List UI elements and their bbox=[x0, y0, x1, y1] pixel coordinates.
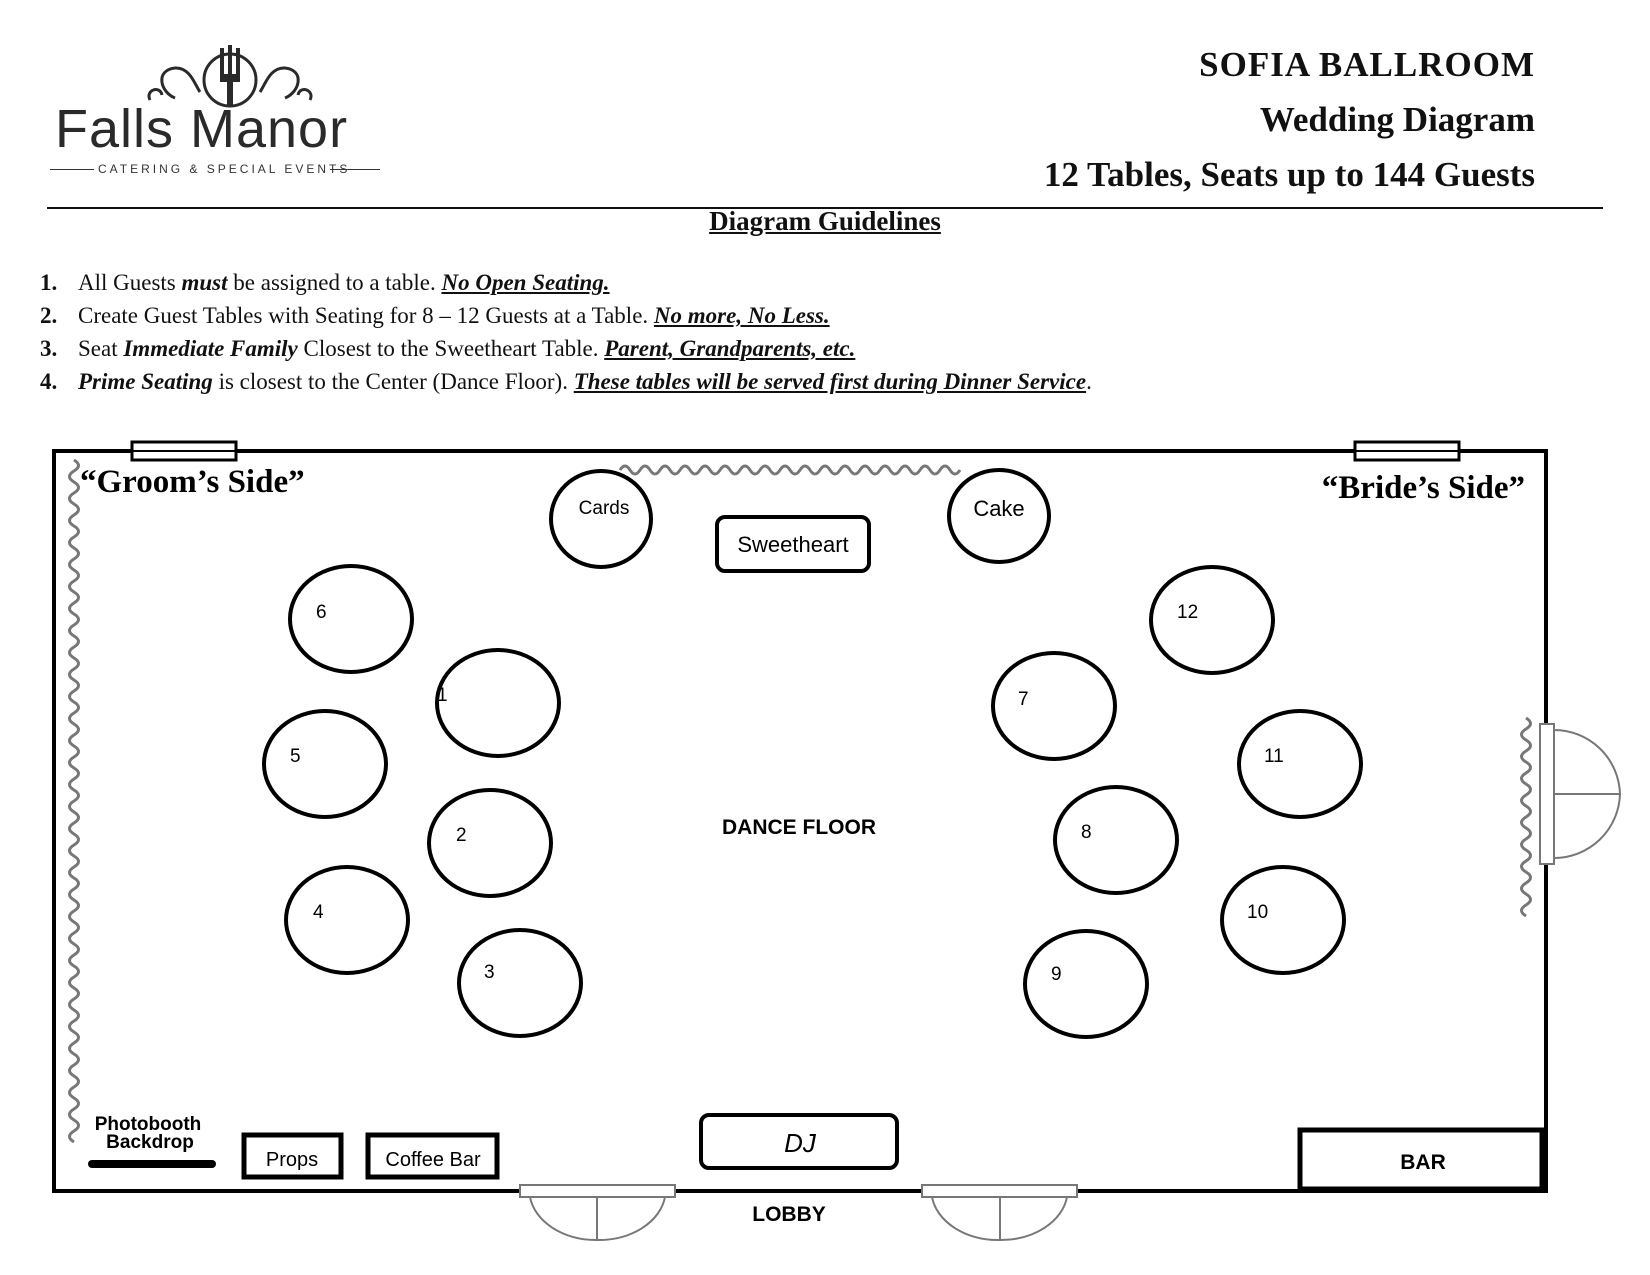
props-table bbox=[241, 1132, 344, 1180]
logo-rule-left bbox=[50, 169, 94, 170]
guideline-text: . bbox=[1086, 369, 1092, 394]
curtain bbox=[1520, 716, 1532, 918]
guest-table-5 bbox=[262, 709, 388, 819]
guest-table-number: 10 bbox=[1247, 902, 1268, 923]
guest-table-10 bbox=[1220, 865, 1346, 975]
guideline-text: Closest to the Sweetheart Table. bbox=[297, 336, 605, 361]
guideline-emphasis: Prime Seating bbox=[78, 369, 213, 394]
guideline-item: 2. Create Guest Tables with Seating for 8… bbox=[40, 303, 1092, 336]
fork-crest-icon bbox=[147, 45, 313, 108]
guest-table-number: 2 bbox=[456, 825, 467, 846]
guidelines-list: 1. All Guests must be assigned to a table… bbox=[40, 270, 1092, 402]
guideline-emphasis: must bbox=[181, 270, 228, 295]
logo: Falls Manor CATERING & SPECIAL EVENTS bbox=[50, 40, 410, 190]
dance-floor-label: DANCE FLOOR bbox=[722, 816, 876, 839]
guest-table-4 bbox=[284, 865, 410, 975]
guest-table-12 bbox=[1149, 565, 1275, 675]
coffee-bar bbox=[365, 1132, 500, 1180]
guest-table-number: 4 bbox=[313, 902, 324, 923]
guest-table-number: 12 bbox=[1177, 602, 1198, 623]
dj-label: DJ bbox=[784, 1128, 817, 1158]
cards-label: Cards bbox=[579, 498, 630, 519]
guideline-note: No Open Seating. bbox=[441, 270, 610, 295]
cards-table bbox=[549, 469, 653, 569]
logo-tagline: CATERING & SPECIAL EVENTS bbox=[98, 162, 351, 176]
guest-table-number: 6 bbox=[316, 602, 327, 623]
door bbox=[921, 1184, 1078, 1242]
guest-table-11 bbox=[1237, 709, 1363, 819]
photobooth-label-line1: Photobooth bbox=[95, 1114, 202, 1135]
guest-table-3 bbox=[457, 928, 583, 1038]
cake-table bbox=[947, 468, 1051, 564]
guest-table-9 bbox=[1023, 929, 1149, 1039]
coffee-bar-label: Coffee Bar bbox=[385, 1149, 481, 1171]
guideline-number: 3. bbox=[40, 336, 58, 361]
guest-table-number: 11 bbox=[1264, 746, 1284, 767]
guideline-emphasis: Immediate Family bbox=[123, 336, 298, 361]
guideline-note: No more, No Less. bbox=[653, 303, 830, 328]
guideline-number: 2. bbox=[40, 303, 58, 328]
guideline-text: be assigned to a table. bbox=[227, 270, 442, 295]
guest-table-6 bbox=[288, 564, 414, 674]
lobby-label: LOBBY bbox=[752, 1203, 826, 1226]
sweetheart-label: Sweetheart bbox=[737, 532, 848, 557]
bar-label: BAR bbox=[1400, 1151, 1446, 1174]
guest-table-number: 1 bbox=[437, 685, 448, 706]
guideline-item: 1. All Guests must be assigned to a table… bbox=[40, 270, 1092, 303]
sweetheart-table bbox=[715, 515, 871, 573]
guest-table-number: 8 bbox=[1081, 822, 1092, 843]
guest-table-number: 7 bbox=[1018, 689, 1029, 710]
guest-table-number: 9 bbox=[1051, 964, 1062, 985]
guideline-note: Parent, Grandparents, etc. bbox=[604, 336, 856, 361]
cake-label: Cake bbox=[973, 496, 1024, 521]
header-divider bbox=[47, 207, 1603, 209]
guideline-text: Seat bbox=[78, 336, 124, 361]
dj-booth bbox=[699, 1113, 899, 1170]
logo-wordmark: Falls Manor bbox=[55, 99, 349, 159]
logo-rule-right bbox=[330, 169, 380, 170]
guideline-text: Create Guest Tables with Seating for 8 –… bbox=[78, 303, 654, 328]
guideline-item: 4. Prime Seating is closest to the Center… bbox=[40, 369, 1092, 402]
guideline-text: is closest to the Center (Dance Floor). bbox=[212, 369, 574, 394]
guidelines-heading-text: Diagram Guidelines bbox=[709, 206, 941, 236]
door bbox=[519, 1184, 676, 1242]
guideline-note: These tables will be served first during… bbox=[573, 369, 1087, 394]
guest-table-8 bbox=[1053, 785, 1179, 895]
guest-table-7 bbox=[991, 651, 1117, 761]
bride-side-label: “Bride’s Side” bbox=[1322, 470, 1525, 506]
diagram-title: Wedding Diagram bbox=[1259, 100, 1535, 139]
guest-table-number: 3 bbox=[484, 962, 495, 983]
guideline-number: 4. bbox=[40, 369, 58, 394]
ballroom-title: SOFIA BALLROOM bbox=[1199, 45, 1535, 84]
photobooth-label-line2: Backdrop bbox=[106, 1132, 194, 1153]
capacity-title: 12 Tables, Seats up to 144 Guests bbox=[1043, 155, 1535, 194]
props-label: Props bbox=[266, 1149, 318, 1171]
curtain bbox=[618, 464, 962, 476]
guideline-item: 3. Seat Immediate Family Closest to the S… bbox=[40, 336, 1092, 369]
guest-table-1 bbox=[435, 648, 561, 758]
curtain bbox=[68, 458, 80, 1144]
guidelines-heading: Diagram Guidelines bbox=[0, 206, 1650, 237]
guest-table-number: 5 bbox=[290, 746, 301, 767]
guideline-text: All Guests bbox=[78, 270, 182, 295]
door bbox=[1539, 723, 1621, 865]
guest-table-2 bbox=[427, 788, 553, 898]
groom-side-label: “Groom’s Side” bbox=[80, 464, 305, 500]
bar bbox=[1297, 1127, 1545, 1192]
guideline-number: 1. bbox=[40, 270, 58, 295]
